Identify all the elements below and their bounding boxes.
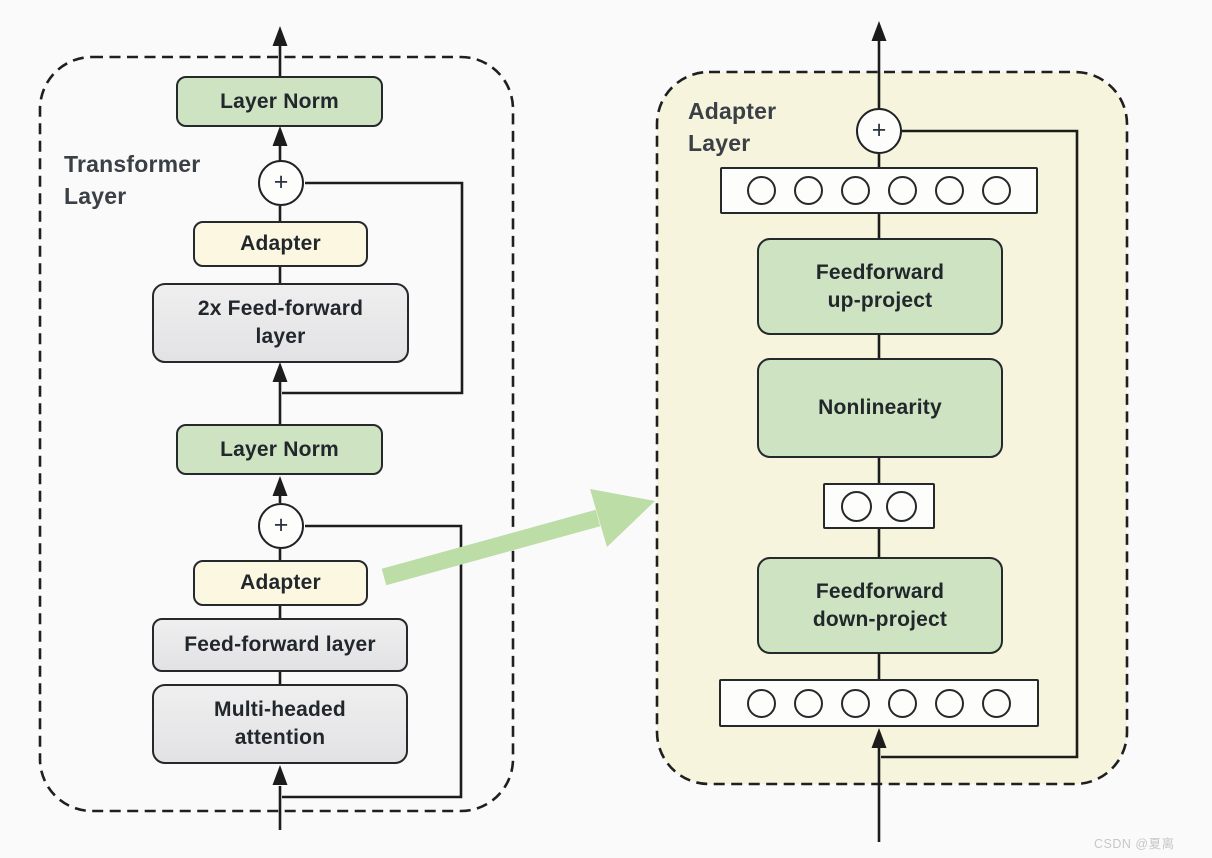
feature-dot xyxy=(935,176,964,205)
feedforward-down-project-box: Feedforward down-project xyxy=(757,557,1003,654)
right-output-arrowhead xyxy=(871,21,887,41)
feedforward-up-project-box: Feedforward up-project xyxy=(757,238,1003,335)
feature-dot xyxy=(982,176,1011,205)
left-ff2x-arrowhead xyxy=(272,362,288,382)
adapter-layer-label: Adapter Layer xyxy=(688,98,777,156)
adapter-bottleneck-features xyxy=(823,483,935,529)
feature-dot xyxy=(888,688,917,718)
adapter-skip-connection xyxy=(881,129,1079,759)
left-layernorm-arrowhead xyxy=(272,126,288,146)
feature-dot xyxy=(747,688,776,718)
layer-norm-bottom-box: Layer Norm xyxy=(176,424,383,475)
adapter-top-box: Adapter xyxy=(193,221,368,267)
left-output-arrowhead xyxy=(272,26,288,46)
add-node-transformer-bottom: + xyxy=(258,503,304,549)
left-skip-connection-bottom xyxy=(282,524,463,799)
left-layernorm2-arrowhead xyxy=(272,476,288,496)
feature-dot xyxy=(794,688,823,718)
feature-dot xyxy=(888,176,917,205)
left-mha-arrowhead xyxy=(272,765,288,785)
watermark: CSDN @夏离 xyxy=(1094,837,1175,851)
feature-dot xyxy=(935,688,964,718)
add-node-transformer-top: + xyxy=(258,160,304,206)
feature-dot xyxy=(794,176,823,205)
left-skip-connection-top xyxy=(282,181,464,395)
feature-dot xyxy=(841,688,870,718)
zoom-arrow-head xyxy=(590,489,655,547)
feedforward-2x-box: 2x Feed-forward layer xyxy=(152,283,409,363)
adapter-bottom-box: Adapter xyxy=(193,560,368,606)
feature-dot xyxy=(841,490,872,522)
feature-dot xyxy=(747,176,776,205)
right-input-arrowhead xyxy=(871,728,887,748)
transformer-layer-label: Transformer Layer xyxy=(64,151,201,209)
zoom-arrow-shaft xyxy=(381,509,601,586)
add-node-adapter: + xyxy=(856,108,902,154)
feature-dot xyxy=(841,176,870,205)
feature-dot xyxy=(886,490,917,522)
multi-headed-attention-box: Multi-headed attention xyxy=(152,684,408,764)
feature-dot xyxy=(982,688,1011,718)
adapter-output-features xyxy=(720,167,1038,214)
nonlinearity-box: Nonlinearity xyxy=(757,358,1003,458)
transformer-layer-panel-border xyxy=(38,55,515,813)
zoom-arrow xyxy=(381,489,655,586)
arrowhead-group xyxy=(272,21,887,785)
adapter-input-features xyxy=(719,679,1039,727)
feedforward-layer-box: Feed-forward layer xyxy=(152,618,408,672)
layer-norm-top-box: Layer Norm xyxy=(176,76,383,127)
